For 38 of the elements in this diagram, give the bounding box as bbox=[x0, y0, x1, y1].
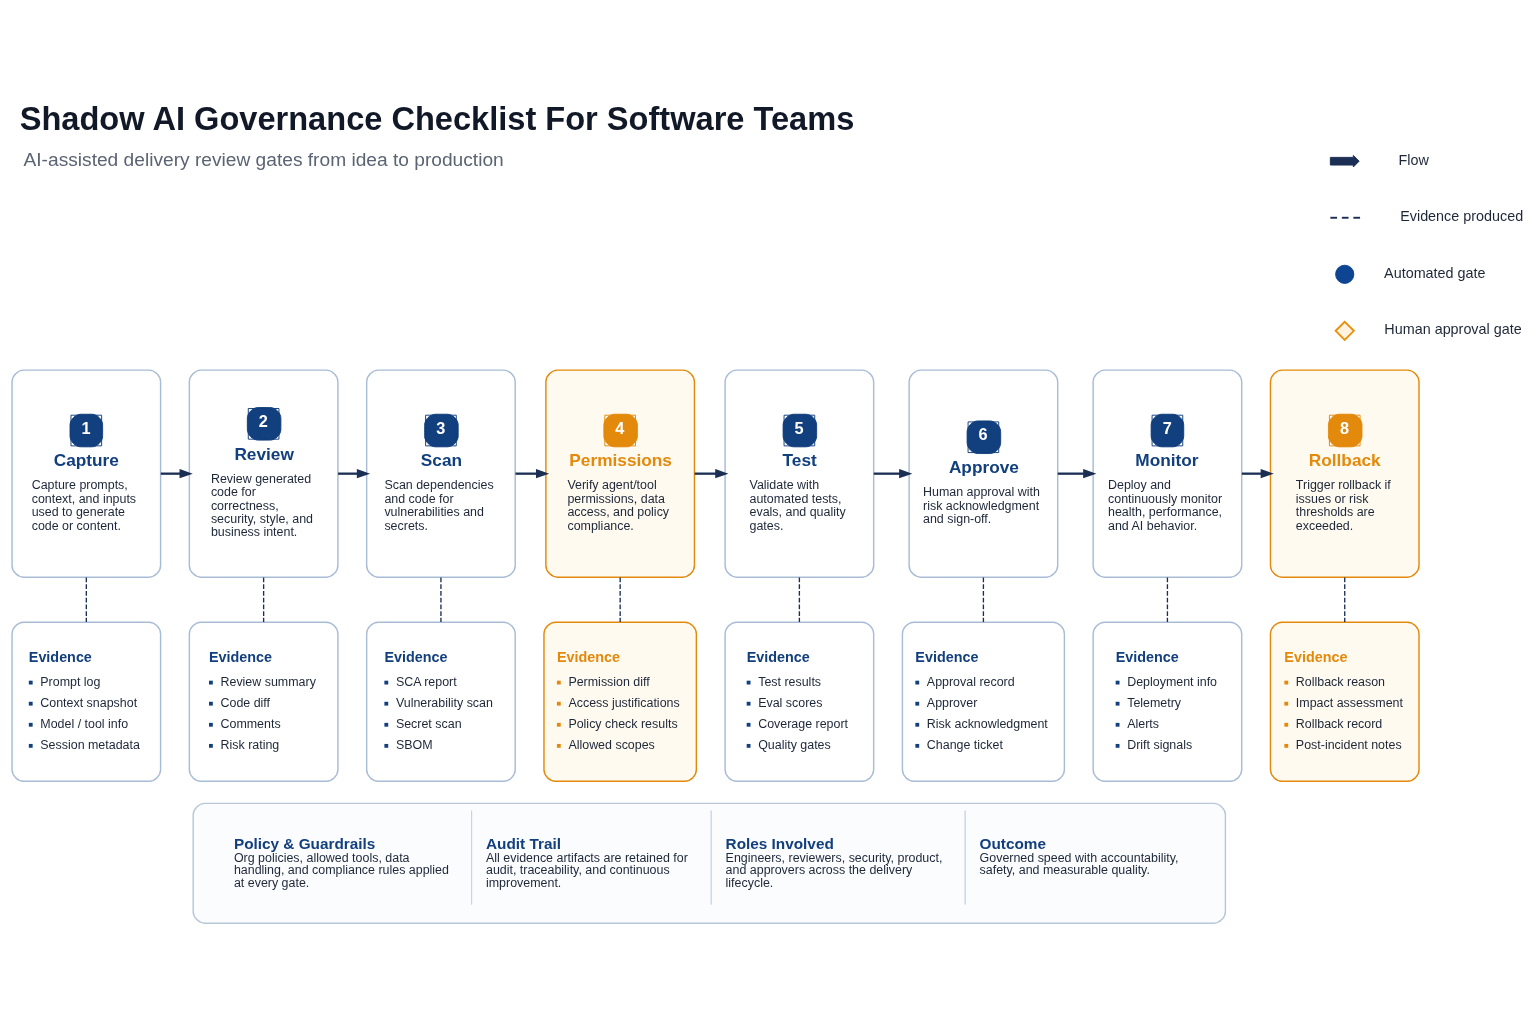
arrow bbox=[1057, 469, 1097, 479]
node-box: Evidence Approval record Approver Risk acknowledgment Change ticket bbox=[901, 621, 1066, 783]
arrow bbox=[1241, 469, 1274, 479]
connector bbox=[1166, 576, 1169, 623]
node-box: 6 Approve Human approval with risk acknowledgment and sign-off. bbox=[908, 369, 1059, 578]
node-box: Evidence SCA report Vulnerability scan Secret scan SBOM bbox=[365, 621, 516, 783]
legend-label: Automated gate bbox=[1384, 264, 1486, 281]
connector bbox=[262, 576, 265, 623]
node-box: 4 Permissions Verify agent/tool permissions, data access, and policy compliance. bbox=[545, 369, 696, 578]
legend-label: Human approval gate bbox=[1384, 321, 1522, 338]
arrow bbox=[515, 469, 550, 479]
arrow bbox=[338, 469, 371, 479]
arrow bbox=[694, 469, 729, 479]
legend-label: Evidence produced bbox=[1400, 208, 1524, 225]
node-box: 1 Capture Capture prompts, context, and inputs used to generate code or content. bbox=[11, 369, 162, 578]
node-box: Evidence Prompt log Context snapshot Model / tool info Session metadata bbox=[11, 621, 162, 783]
connector bbox=[619, 576, 621, 623]
node-box: Evidence Review summary Code diff Comments Risk rating bbox=[188, 621, 339, 783]
diagram-title: Shadow AI Governance Checklist For Software Teams bbox=[19, 100, 855, 137]
node-box: Evidence Test results Eval scores Coverage report Quality gates bbox=[724, 621, 875, 783]
connector bbox=[85, 576, 87, 623]
node-box: Evidence Rollback reason Impact assessment Rollback record Post-incident notes bbox=[1269, 621, 1420, 783]
node-box: 5 Test Validate with automated tests, evals, and quality gates. bbox=[724, 369, 875, 578]
connector bbox=[982, 576, 985, 623]
node-box: Policy & Guardrails Org policies, allowed tools, data handling, and compliance rules applied at every gate. Audit Trail All evidence artifacts are retained for audit, traceability, and continuous improvement. Roles Involved Engineers, reviewers, security, product, and approvers across the delivery lifecycle. Outcome Governed speed with accountability, safety, and measurable quality. bbox=[192, 802, 1227, 924]
node-box: Evidence Permission diff Access justifications Policy check results Allowed scopes bbox=[543, 621, 698, 783]
connector bbox=[440, 576, 442, 623]
connector bbox=[798, 576, 801, 623]
node-box: 2 Review Review generated code for correctness, security, style, and business intent. bbox=[188, 369, 339, 578]
connector bbox=[1344, 576, 1346, 623]
node-box: 7 Monitor Deploy and continuously monitor health, performance, and AI behavior. bbox=[1092, 369, 1243, 578]
node-box: Evidence Deployment info Telemetry Alerts Drift signals bbox=[1092, 621, 1243, 783]
label: AI-assisted delivery review gates from idea to production bbox=[23, 149, 504, 171]
node-box: 3 Scan Scan dependencies and code for vulnerabilities and secrets. bbox=[365, 369, 516, 578]
legend-label: Flow bbox=[1398, 151, 1429, 168]
arrow bbox=[160, 469, 193, 479]
node-box: 8 Rollback Trigger rollback if issues or risk thresholds are exceeded. bbox=[1269, 369, 1420, 578]
arrow bbox=[873, 469, 913, 479]
